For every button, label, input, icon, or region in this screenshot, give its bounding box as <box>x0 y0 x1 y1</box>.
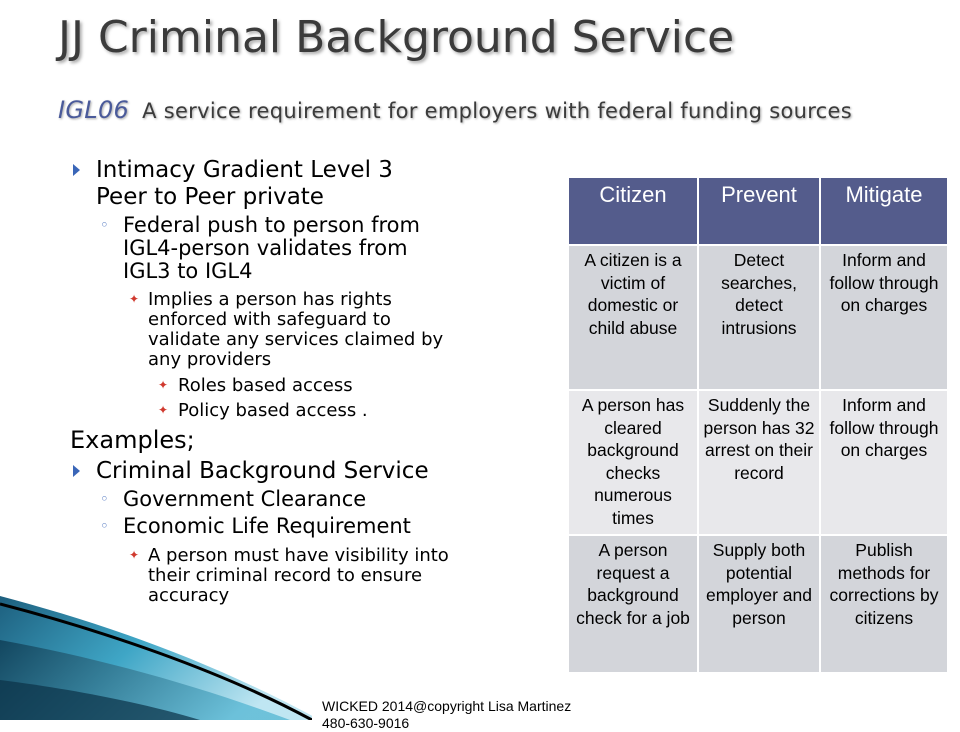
bullet-implies-line4: any providers <box>148 349 272 370</box>
header-citizen: Citizen <box>567 176 699 246</box>
table-row: A citizen is a victim of domestic or chi… <box>567 244 949 391</box>
table-header-row: Citizen Prevent Mitigate <box>567 176 949 246</box>
bullet-visibility-line1: A person must have visibility into <box>148 545 449 566</box>
header-mitigate: Mitigate <box>819 176 949 246</box>
bullet-government-clearance: Government Clearance <box>123 487 367 511</box>
table-row: A person request a background check for … <box>567 534 949 674</box>
triangle-bullet-icon <box>73 465 80 477</box>
bullet-federal-line3: IGL3 to IGL4 <box>123 259 253 283</box>
copyright-footer: WICKED 2014@copyright Lisa Martinez 480-… <box>312 692 642 732</box>
table-cell: A citizen is a victim of domestic or chi… <box>567 244 699 391</box>
table-cell: A person request a background check for … <box>567 534 699 674</box>
table-cell: Inform and follow through on charges <box>819 389 949 536</box>
star-bullet-icon: ✦ <box>158 378 169 392</box>
bullet-federal-line2: IGL4-person validates from <box>123 236 408 260</box>
subtitle-code: IGL06 <box>58 96 130 124</box>
header-prevent: Prevent <box>697 176 821 246</box>
bullet-peer: Peer to Peer private <box>96 184 324 210</box>
bullet-implies-line3: validate any services claimed by <box>148 329 444 350</box>
triangle-bullet-icon <box>73 164 80 176</box>
star-bullet-icon: ✦ <box>129 548 140 562</box>
bullet-visibility-line2: their criminal record to ensure <box>148 565 423 586</box>
table-cell: Detect searches, detect intrusions <box>697 244 821 391</box>
bullet-implies-line2: enforced with safeguard to <box>148 309 391 330</box>
table-cell: Inform and follow through on charges <box>819 244 949 391</box>
bullet-economic-life: Economic Life Requirement <box>123 514 411 538</box>
bullet-roles: Roles based access <box>178 375 353 396</box>
bullet-visibility-line3: accuracy <box>148 585 230 606</box>
table-cell: Publish methods for corrections by citiz… <box>819 534 949 674</box>
table-cell: Suddenly the person has 32 arrest on the… <box>697 389 821 536</box>
star-bullet-icon: ✦ <box>158 403 169 417</box>
bullet-implies-line1: Implies a person has rights <box>148 289 392 310</box>
page-title: JJ Criminal Background Service <box>58 12 735 63</box>
subtitle-text: A service requirement for employers with… <box>142 99 852 123</box>
page-subtitle: IGL06 A service requirement for employer… <box>58 92 858 129</box>
bullet-federal-line1: Federal push to person from <box>123 213 420 237</box>
bullet-intimacy: Intimacy Gradient Level 3 <box>96 157 393 183</box>
bullet-criminal-background: Criminal Background Service <box>96 458 429 484</box>
examples-heading: Examples; <box>70 426 195 454</box>
bullet-policy: Policy based access . <box>178 400 368 421</box>
table-row: A person has cleared background checks n… <box>567 389 949 536</box>
circle-bullet-icon: ◦ <box>100 216 109 234</box>
circle-bullet-icon: ◦ <box>100 517 109 535</box>
table-cell: A person has cleared background checks n… <box>567 389 699 536</box>
star-bullet-icon: ✦ <box>129 292 140 306</box>
citizen-prevent-mitigate-table: Citizen Prevent Mitigate A citizen is a … <box>567 176 949 674</box>
circle-bullet-icon: ◦ <box>100 490 109 508</box>
table-cell: Supply both potential employer and perso… <box>697 534 821 674</box>
